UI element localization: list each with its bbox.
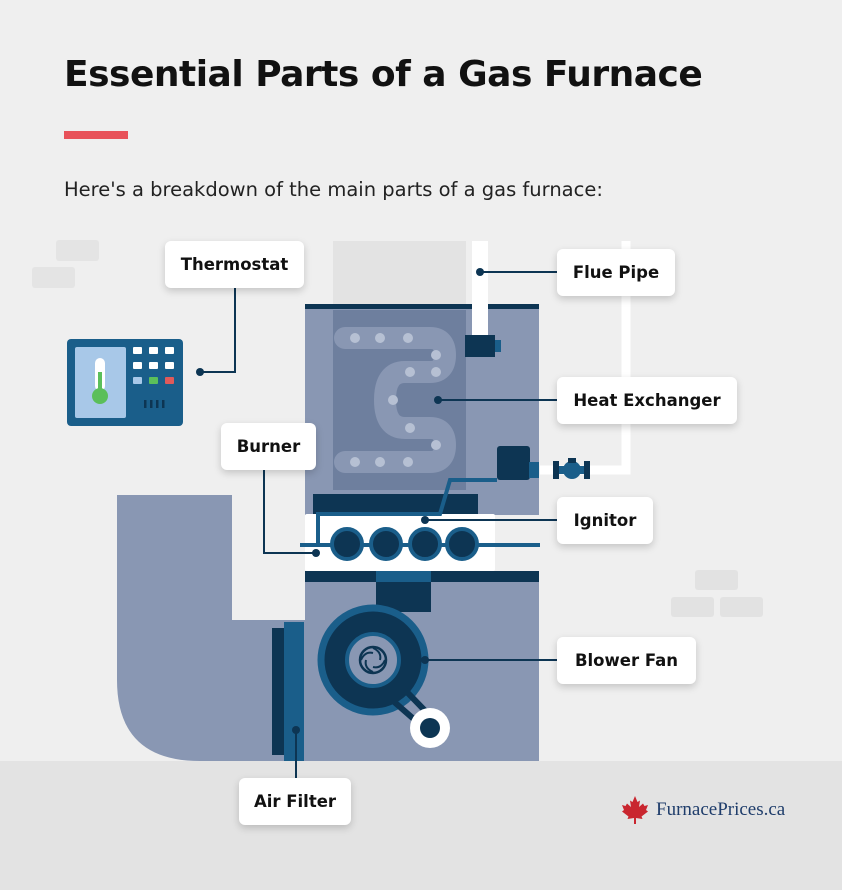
burner-rings bbox=[330, 527, 479, 561]
leader-lines bbox=[200, 271, 557, 778]
blower-wheel bbox=[345, 632, 401, 688]
air-filter-frame bbox=[284, 622, 304, 761]
air-filter bbox=[272, 628, 284, 755]
label-burner: Burner bbox=[221, 423, 316, 470]
blower-housing-top bbox=[376, 571, 431, 582]
label-thermostat: Thermostat bbox=[165, 241, 304, 288]
inducer-motor bbox=[465, 335, 495, 357]
thermostat-device bbox=[67, 339, 183, 426]
blower-fan-blades-icon bbox=[360, 647, 386, 673]
leader-burner bbox=[263, 470, 316, 554]
label-flue-pipe: Flue Pipe bbox=[557, 249, 675, 296]
leader-dots bbox=[196, 268, 484, 734]
leader-thermostat bbox=[200, 288, 236, 373]
blower-wheel-hub bbox=[358, 645, 388, 675]
label-air-filter: Air Filter bbox=[239, 778, 351, 825]
heat-exchanger-coil bbox=[334, 327, 456, 473]
furnace-top-edge bbox=[305, 304, 539, 309]
floor-background bbox=[0, 761, 842, 890]
flue-pipe bbox=[472, 241, 488, 337]
maple-leaf-icon bbox=[622, 796, 648, 824]
return-air-duct bbox=[117, 495, 305, 761]
gas-valve bbox=[497, 446, 530, 480]
inducer-motor-cap bbox=[495, 340, 501, 352]
wall-bricks-right bbox=[671, 570, 763, 617]
label-ignitor: Ignitor bbox=[557, 497, 653, 544]
brand-logo-text: FurnacePrices.ca bbox=[656, 799, 786, 820]
label-blower-fan: Blower Fan bbox=[557, 637, 696, 684]
vent-chimney bbox=[333, 241, 466, 307]
gas-valve-fitting bbox=[529, 458, 590, 479]
label-heat-exchanger: Heat Exchanger bbox=[557, 377, 737, 424]
brand-logo: FurnacePrices.ca bbox=[620, 795, 785, 825]
page-subtitle: Here's a breakdown of the main parts of … bbox=[64, 178, 603, 201]
wall-bricks-left bbox=[32, 240, 99, 288]
blower-motor-pulley bbox=[420, 718, 440, 738]
coil-dots bbox=[350, 333, 441, 467]
title-accent-bar bbox=[64, 131, 128, 139]
burner-shelf bbox=[313, 494, 478, 514]
page-title: Essential Parts of a Gas Furnace bbox=[64, 54, 703, 95]
